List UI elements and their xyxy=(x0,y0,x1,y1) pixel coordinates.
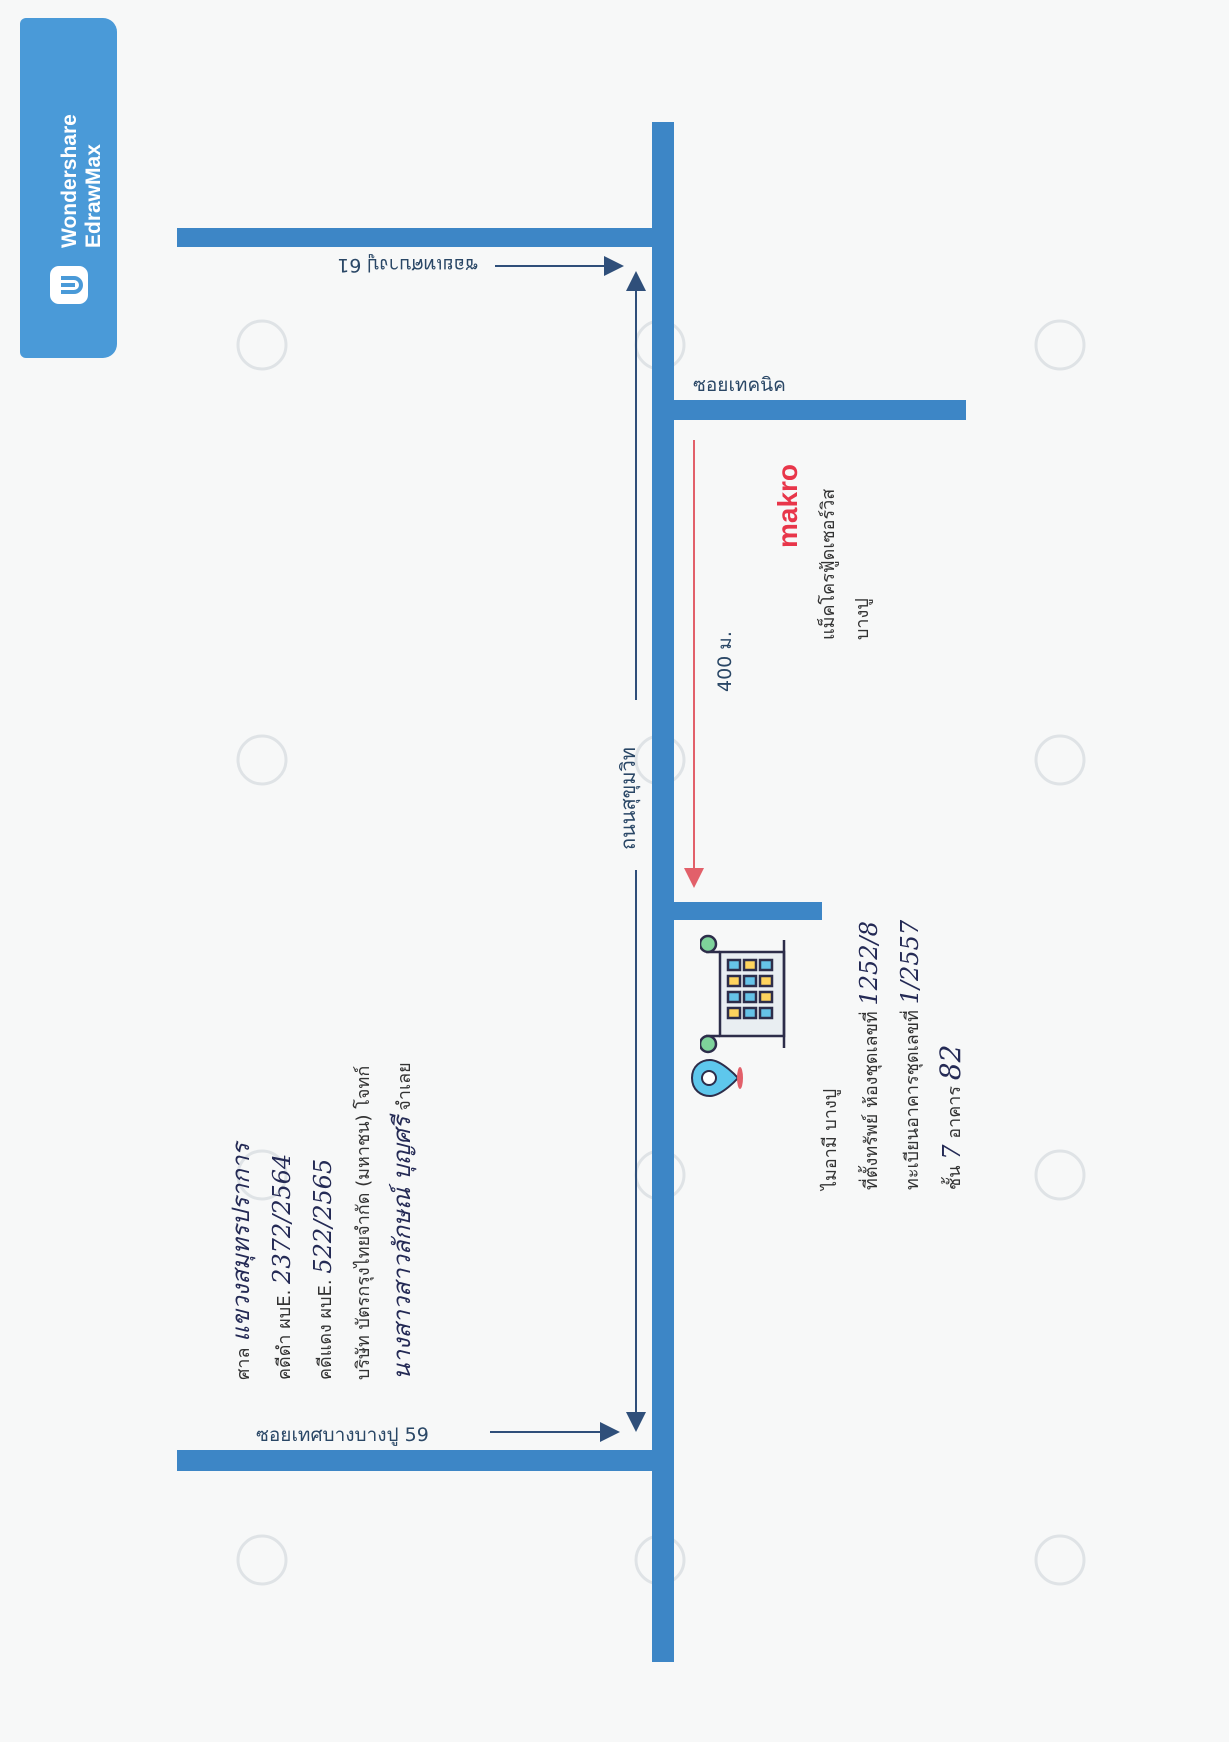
case-defendant-label: จำเลย xyxy=(394,1062,415,1111)
soi-59-label: ซอยเทศบางบางปู 59 xyxy=(256,1424,429,1446)
case-court-value: แขวงสมุทรปราการ xyxy=(227,1142,255,1342)
makro-name-line1: แม็คโครฟู้ดเซอร์วิส xyxy=(818,488,839,640)
case-black-value: 2372/2564 xyxy=(268,1153,296,1284)
edrawmax-badge: Wondershare EdrawMax xyxy=(20,18,117,358)
property-building-value: 82 xyxy=(934,1044,967,1081)
case-plaintiff-line: บริษัท บัตรกรุงไทยจำกัด (มหาชน) โจทก์ xyxy=(353,1065,374,1380)
case-court-label: ศาล xyxy=(233,1347,254,1380)
soi-61-road xyxy=(177,228,674,247)
property-building-label: อาคาร xyxy=(944,1085,965,1139)
case-black-label: คดีดำ ผบE. xyxy=(274,1289,295,1380)
case-red-value: 522/2565 xyxy=(309,1158,337,1274)
property-line2-label: ทะเบียนอาคารชุดเลขที่ xyxy=(902,1010,923,1190)
soi-61-label: ซอยเทศบางปู 61 xyxy=(337,254,478,276)
case-black-line: คดีดำ ผบE. 2372/2564 xyxy=(263,1062,304,1380)
case-red-line: คดีแดง ผบE. 522/2565 xyxy=(304,1062,345,1380)
case-red-label: คดีแดง ผบE. xyxy=(315,1279,336,1380)
main-road-label: ถนนสุขุมวิท xyxy=(616,747,640,850)
makro-name: แม็คโครฟู้ดเซอร์วิส บางปู xyxy=(812,489,880,640)
soi-technic-label: ซอยเทคนิค xyxy=(693,374,786,396)
edrawmax-logo-icon xyxy=(50,266,88,304)
property-line1: ที่ตั้งทรัพย์ ห้องชุดเลขที่ 1252/8 xyxy=(850,920,891,1190)
building-icon xyxy=(698,930,800,1062)
soi-59-road xyxy=(177,1450,674,1471)
property-branch-road xyxy=(652,902,822,920)
property-unit-number: 1252/8 xyxy=(855,921,883,1006)
makro-name-line2: บางปู xyxy=(852,598,873,640)
location-pin-icon xyxy=(688,1050,744,1110)
distance-label: 400 ม. xyxy=(714,631,736,692)
soi-technic-road xyxy=(652,400,966,420)
property-line3: ชั้น 7 อาคาร 82 xyxy=(932,920,974,1190)
case-defendant-value: นางสาวสาวลักษณ์ บุญศรี xyxy=(388,1116,416,1380)
main-road-sukhumvit xyxy=(652,122,674,1662)
makro-logo: makro xyxy=(772,463,803,548)
case-details: ศาล แขวงสมุทรปราการ คดีดำ ผบE. 2372/2564… xyxy=(222,1062,424,1380)
property-floor-value: 7 xyxy=(938,1144,966,1160)
property-registration-number: 1/2557 xyxy=(896,919,924,1005)
case-court-line: ศาล แขวงสมุทรปราการ xyxy=(222,1062,263,1380)
property-description: ไมอามี บางปู ที่ตั้งทรัพย์ ห้องชุดเลขที่… xyxy=(812,920,974,1190)
property-name: ไมอามี บางปู xyxy=(820,1088,841,1190)
property-floor-label: ชั้น xyxy=(944,1165,965,1190)
property-line2: ทะเบียนอาคารชุดเลขที่ 1/2557 xyxy=(891,920,932,1190)
property-line1-label: ที่ตั้งทรัพย์ ห้องชุดเลขที่ xyxy=(861,1011,882,1190)
case-defendant-line: นางสาวสาวลักษณ์ บุญศรี จำเลย xyxy=(383,1062,424,1380)
